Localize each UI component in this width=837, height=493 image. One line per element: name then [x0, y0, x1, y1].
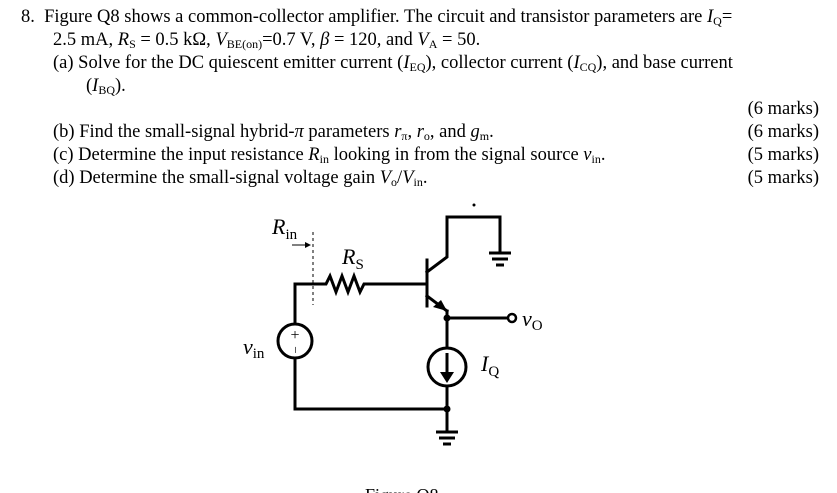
part-a-line-1: (a) Solve for the DC quiescent emitter c… — [53, 53, 733, 74]
voltage-source-icon — [276, 322, 314, 360]
source-minus-sign: − — [288, 346, 303, 353]
part-c: (c) Determine the input resistance Rin l… — [53, 145, 606, 166]
part-c-marks: (5 marks) — [747, 145, 819, 165]
part-a-marks: (6 marks) — [747, 99, 819, 119]
question-line-2: 2.5 mA, RS = 0.5 kΩ, VBE(on)=0.7 V, β = … — [53, 30, 481, 51]
figure-caption: Figure Q8 — [365, 485, 439, 493]
rin-label: Rin — [271, 214, 298, 243]
wire-left-top — [293, 282, 314, 325]
current-arrow-head — [440, 372, 454, 383]
ground-icon-top — [489, 251, 511, 267]
transistor-collector — [424, 215, 502, 275]
rs-label: RS — [341, 244, 364, 273]
source-plus-sign: + — [290, 327, 299, 344]
stray-dot — [472, 203, 476, 207]
part-b-marks: (6 marks) — [747, 122, 819, 142]
question-number: 8. — [21, 7, 35, 27]
iq-label: IQ — [480, 351, 499, 380]
ground-icon-bottom — [436, 430, 458, 446]
output-terminal — [506, 312, 518, 324]
part-d-marks: (5 marks) — [747, 168, 819, 188]
part-a-line-2: (IBQ). — [86, 76, 126, 97]
part-b: (b) Find the small-signal hybrid-π param… — [53, 122, 494, 143]
vo-label: vO — [522, 306, 543, 334]
emitter-node — [443, 314, 451, 322]
question-line-1: 8. Figure Q8 shows a common-collector am… — [21, 7, 733, 28]
emitter-arrow — [433, 300, 447, 311]
bottom-node — [443, 405, 451, 413]
wire-left-bottom — [293, 356, 449, 411]
resistor-rs — [310, 271, 429, 297]
vin-label: vin — [243, 334, 265, 362]
part-d: (d) Determine the small-signal voltage g… — [53, 168, 428, 189]
rin-arrow-head — [305, 242, 311, 248]
